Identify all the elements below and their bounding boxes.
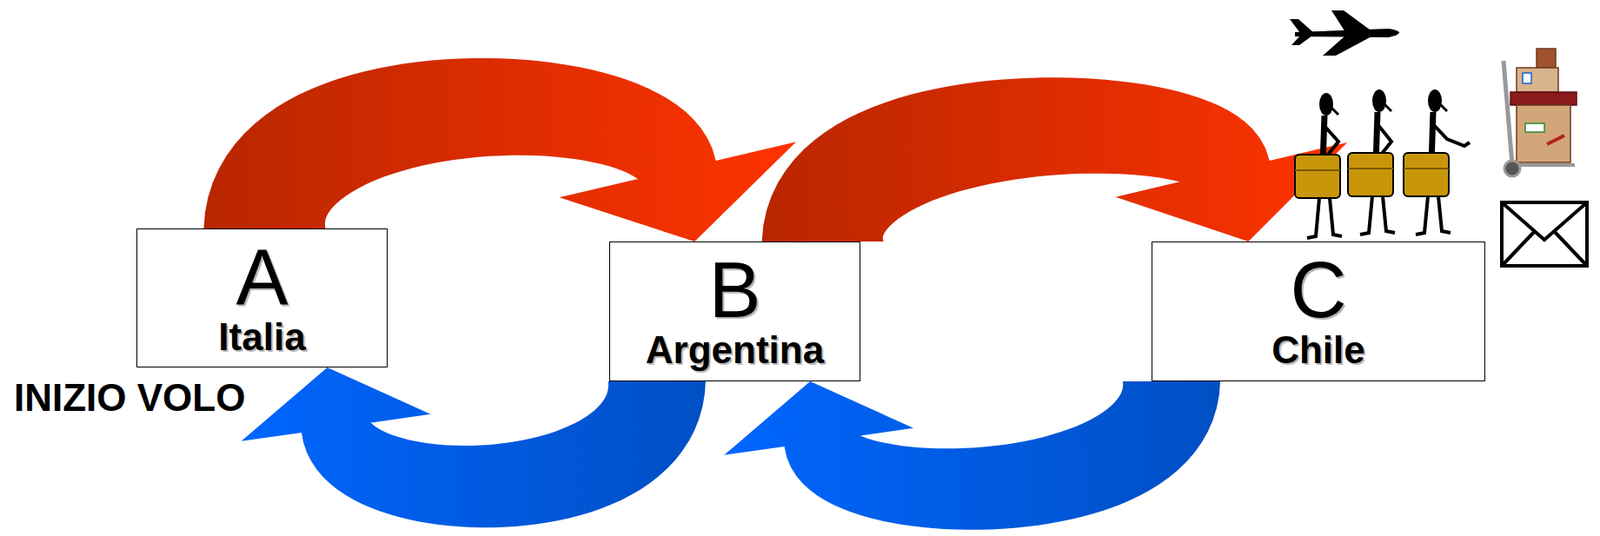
traveller-figure xyxy=(1294,92,1342,239)
traveller-figures xyxy=(1294,89,1470,239)
flight-arrow xyxy=(203,58,797,242)
flight-arrow xyxy=(762,77,1348,242)
country-box: AItalia xyxy=(136,228,388,368)
country-name: Argentina xyxy=(645,329,824,372)
flight-arrow xyxy=(241,367,706,528)
traveller-figure xyxy=(1403,89,1470,235)
country-name: Italia xyxy=(218,316,306,359)
country-box: CChile xyxy=(1151,241,1486,382)
envelope-icon xyxy=(1501,202,1587,266)
airplane-icon xyxy=(1289,10,1400,56)
luggage-trolley xyxy=(1503,48,1577,177)
node-letter: A xyxy=(235,238,288,317)
country-box: BArgentina xyxy=(609,241,861,382)
flight-arrow xyxy=(723,381,1221,531)
traveller-figure xyxy=(1347,89,1395,235)
country-name: Chile xyxy=(1271,329,1366,372)
node-letter: B xyxy=(708,251,761,330)
node-letter: C xyxy=(1290,251,1348,330)
start-label: INIZIO VOLO xyxy=(12,378,247,418)
